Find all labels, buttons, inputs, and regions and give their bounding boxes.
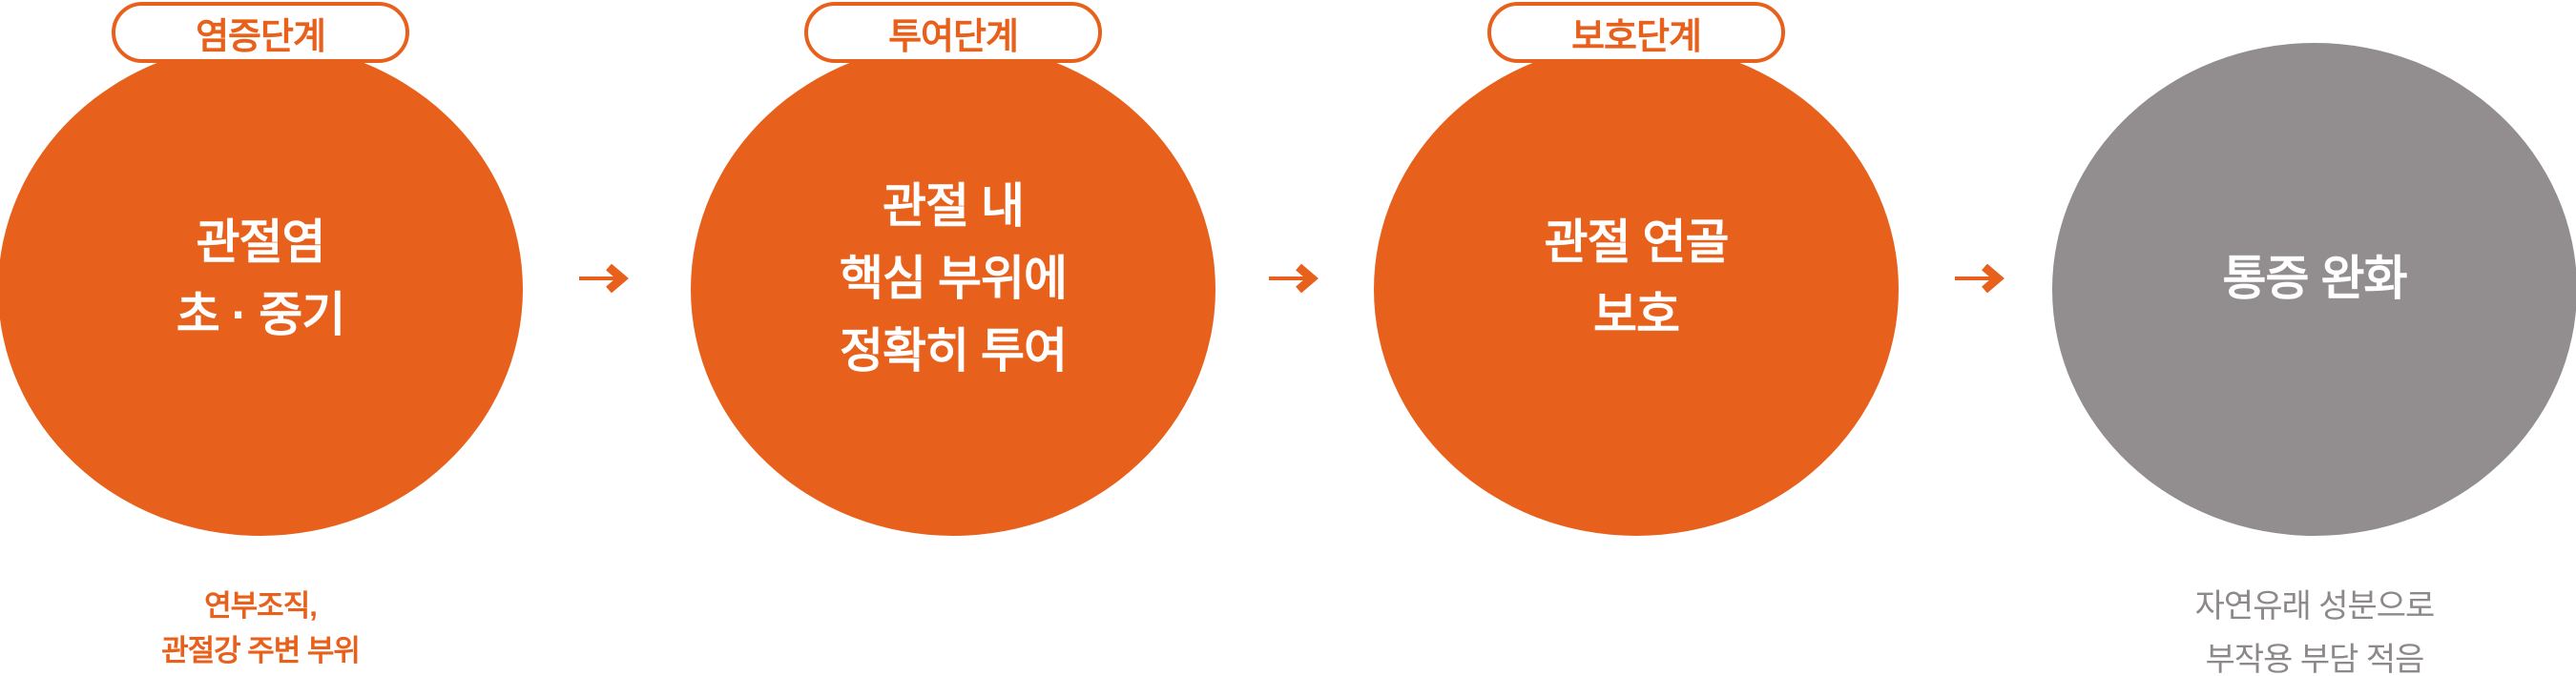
stage-badge-label: 보호단계 [1571, 16, 1702, 57]
circle-title-line: 정확히 투여 [840, 324, 1068, 378]
right-arrow-icon [1269, 264, 1319, 293]
step-circle-administration: 관절 내 핵심 부위에 정확히 투여 [691, 43, 1215, 536]
circle-title-line: 핵심 부위에 [840, 252, 1068, 305]
step-circle-pain-relief: 통증 완화 [2052, 43, 2576, 536]
caption-inflammation-target-area: 연부조직, 관절강 주변 부위 [22, 584, 499, 673]
caption-line: 관절강 주변 부위 [161, 634, 361, 667]
stage-badge-label: 염증단계 [196, 16, 326, 57]
right-arrow-icon [579, 264, 629, 293]
circle-title-line: 통증 완화 [2222, 252, 2408, 305]
caption-line: 자연유래 성분으로 [2194, 588, 2436, 625]
step-circle-protection: 관절 연골 보호 [1374, 43, 1899, 536]
stage-badge-protection: 보호단계 [1487, 2, 1785, 63]
circle-title-line: 초 · 중기 [176, 288, 345, 341]
circle-title-line: 관절 연골 [1544, 215, 1730, 269]
stage-badge-administration: 투여단계 [804, 2, 1102, 63]
caption-line: 부작용 부담 적음 [2205, 642, 2425, 676]
stage-badge-label: 투여단계 [888, 16, 1019, 57]
circle-title-line: 관절염 [196, 215, 326, 269]
caption-natural-ingredients: 자연유래 성분으로 부작용 부담 적음 [2076, 580, 2553, 676]
circle-title-line: 관절 내 [883, 179, 1025, 233]
step-circle-inflammation: 관절염 초 · 중기 [0, 43, 523, 536]
stage-badge-inflammation: 염증단계 [112, 2, 409, 63]
right-arrow-icon [1955, 264, 2005, 293]
circle-title-line: 보호 [1593, 288, 1680, 341]
caption-line: 연부조직, [204, 589, 318, 623]
